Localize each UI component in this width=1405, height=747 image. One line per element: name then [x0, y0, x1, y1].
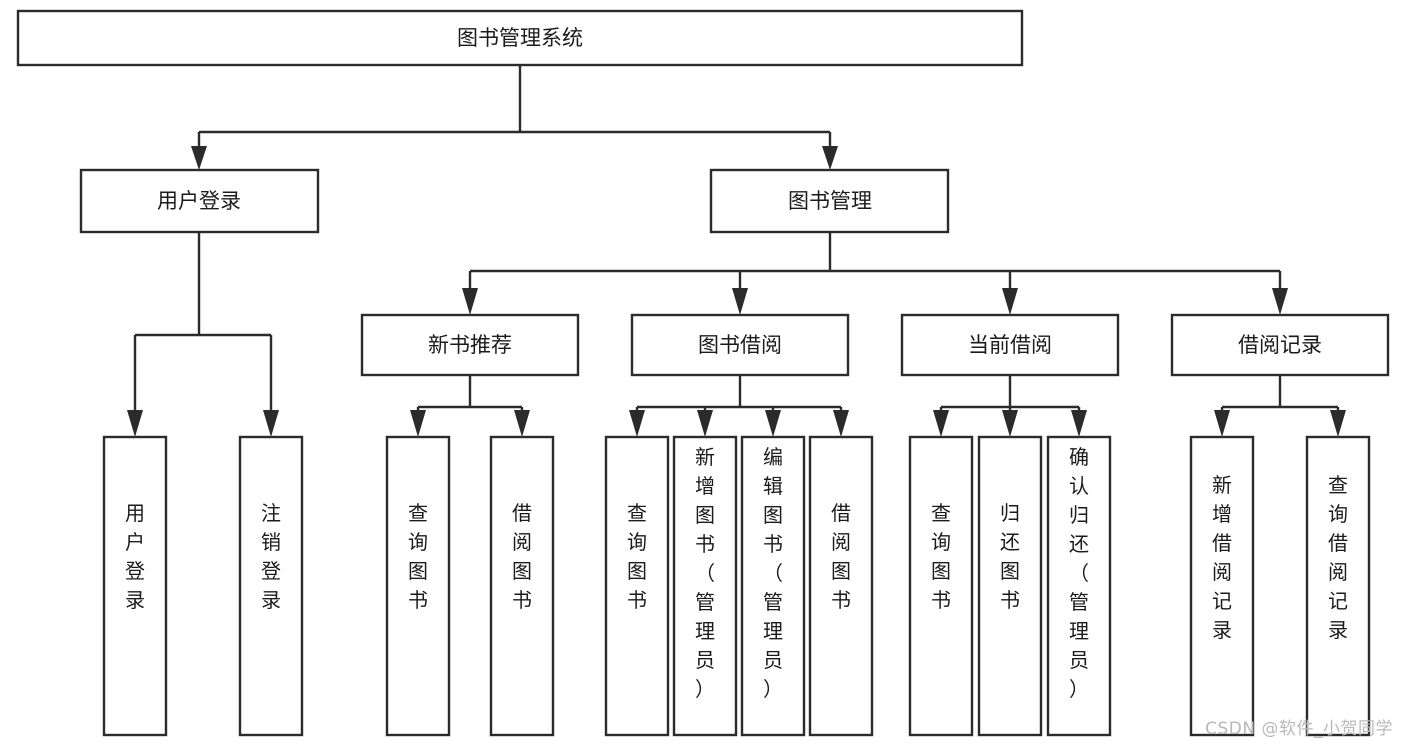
leaf-label: 查询图书 [627, 501, 647, 612]
leaf-box [385, 435, 451, 737]
arrow-to-new-book-recommend-icon [462, 288, 478, 315]
arrow-current-borrow-leaf-2-icon [1002, 410, 1018, 437]
leaf-box [740, 435, 806, 737]
leaf-box [604, 435, 670, 737]
arrow-borrow-record-leaf-2-icon [1330, 410, 1346, 437]
book-borrow-box [630, 313, 850, 377]
book-borrow-label: 图书借阅 [698, 333, 782, 357]
user-login-label: 用户登录 [157, 189, 241, 213]
leaf-label: 新增借阅记录 [1212, 473, 1232, 642]
leaf-node-user-login-1[interactable]: 用户登录 [102, 435, 168, 737]
arrow-borrow-record-leaf-1-icon [1214, 410, 1230, 437]
leaf-box [908, 435, 974, 737]
leaf-box [808, 435, 874, 737]
node-current-borrow[interactable]: 当前借阅 [900, 313, 1120, 377]
arrow-new-book-leaf-1-icon [410, 410, 426, 437]
book-management-box [709, 168, 950, 234]
leaf-box [102, 435, 168, 737]
leaf-node-current-borrow-2[interactable]: 归还图书 [977, 435, 1043, 737]
leaf-label: 注销登录 [261, 501, 281, 612]
root-box [16, 9, 1024, 67]
new-book-recommend-box [360, 313, 580, 377]
leaf-label: 借阅图书 [831, 501, 851, 612]
arrow-new-book-leaf-2-icon [514, 410, 530, 437]
arrow-user-login-leaf-2-icon [263, 410, 279, 437]
leaf-label: 借阅图书 [512, 501, 532, 612]
leaf-node-borrow-record-2[interactable]: 查询借阅记录 [1305, 435, 1371, 737]
book-management-label: 图书管理 [788, 189, 872, 213]
node-borrow-record[interactable]: 借阅记录 [1170, 313, 1390, 377]
arrow-root-to-book-mgmt-icon [822, 146, 838, 170]
leaf-box [1189, 435, 1255, 737]
leaf-box [238, 435, 304, 737]
leaf-label: 确认归还（管理员） [1069, 445, 1089, 701]
arrow-book-borrow-leaf-1-icon [629, 410, 645, 437]
leaf-label: 编辑图书（管理员） [763, 445, 783, 701]
leaf-node-book-borrow-4[interactable]: 借阅图书 [808, 435, 874, 737]
leaf-label: 用户登录 [125, 501, 145, 612]
node-root-book-management-system[interactable]: 图书管理系统 [16, 9, 1024, 67]
leaf-node-new-book-recommend-1[interactable]: 查询图书 [385, 435, 451, 737]
leaf-box [977, 435, 1043, 737]
arrow-book-borrow-leaf-2-icon [697, 410, 713, 437]
borrow-record-label: 借阅记录 [1238, 333, 1322, 357]
arrow-book-borrow-leaf-4-icon [833, 410, 849, 437]
node-new-book-recommend[interactable]: 新书推荐 [360, 313, 580, 377]
leaf-label: 归还图书 [1000, 501, 1020, 612]
leaf-node-current-borrow-3[interactable]: 确认归还（管理员） [1046, 435, 1112, 737]
leaf-label: 新增图书（管理员） [695, 445, 715, 701]
arrow-current-borrow-leaf-3-icon [1071, 410, 1087, 437]
arrow-to-book-borrow-icon [732, 288, 748, 315]
leaf-node-current-borrow-1[interactable]: 查询图书 [908, 435, 974, 737]
leaf-label: 查询借阅记录 [1328, 473, 1348, 642]
arrow-book-borrow-leaf-3-icon [765, 410, 781, 437]
leaf-node-book-borrow-2[interactable]: 新增图书（管理员） [672, 435, 738, 737]
borrow-record-box [1170, 313, 1390, 377]
leaf-label: 查询图书 [408, 501, 428, 612]
arrow-to-borrow-record-icon [1272, 288, 1288, 315]
leaf-box [489, 435, 555, 737]
leaf-node-new-book-recommend-2[interactable]: 借阅图书 [489, 435, 555, 737]
node-book-borrow[interactable]: 图书借阅 [630, 313, 850, 377]
arrow-root-to-user-login-icon [191, 146, 207, 170]
arrow-current-borrow-leaf-1-icon [933, 410, 949, 437]
leaf-label: 查询图书 [931, 501, 951, 612]
leaf-node-book-borrow-1[interactable]: 查询图书 [604, 435, 670, 737]
leaf-node-book-borrow-3[interactable]: 编辑图书（管理员） [740, 435, 806, 737]
leaf-node-user-login-2[interactable]: 注销登录 [238, 435, 304, 737]
node-book-management[interactable]: 图书管理 [709, 168, 950, 234]
node-user-login[interactable]: 用户登录 [79, 168, 320, 234]
arrow-user-login-leaf-1-icon [127, 410, 143, 437]
current-borrow-label: 当前借阅 [968, 333, 1052, 357]
leaf-box [1305, 435, 1371, 737]
new-book-recommend-label: 新书推荐 [428, 333, 512, 357]
leaf-node-borrow-record-1[interactable]: 新增借阅记录 [1189, 435, 1255, 737]
current-borrow-box [900, 313, 1120, 377]
user-login-box [79, 168, 320, 234]
leaf-box [672, 435, 738, 737]
connector-layer [127, 65, 1346, 437]
root-label: 图书管理系统 [457, 26, 583, 50]
arrow-to-current-borrow-icon [1002, 288, 1018, 315]
leaf-box [1046, 435, 1112, 737]
